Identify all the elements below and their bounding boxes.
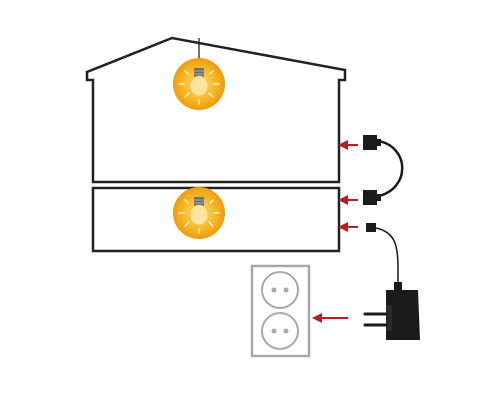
power-adapter-icon [363,282,420,340]
connector-plug-icon [366,223,376,232]
outlet-socket [261,271,299,309]
upper-floor-bulb [173,38,225,110]
wall-outlet-icon [250,264,311,358]
upper-floor [85,36,347,184]
dc-cable [366,223,399,283]
lower-floor-bulb [173,187,225,239]
connector-plug-icon [363,190,381,205]
outlet-socket [261,312,299,350]
jumper-cable [363,135,404,205]
connector-plug-icon [363,135,381,150]
